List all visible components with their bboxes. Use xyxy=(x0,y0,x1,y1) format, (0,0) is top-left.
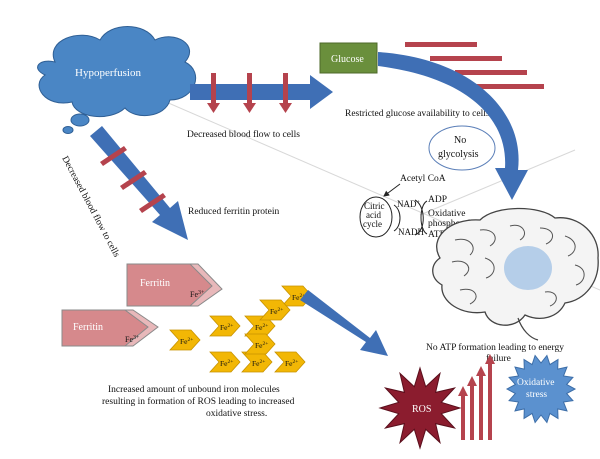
brain-highlight-region xyxy=(504,246,552,290)
hypoperfusion-label: Hypoperfusion xyxy=(75,67,141,79)
fe2-chevron xyxy=(244,333,276,355)
fe2-chevron xyxy=(274,351,306,373)
brain-illustration xyxy=(432,207,599,341)
citric-line3: cycle xyxy=(363,219,382,229)
fe2-label: Fe2+ xyxy=(255,323,268,332)
fe2-chevron xyxy=(259,299,291,321)
oxidative-phosphorylation-line1: Oxidative xyxy=(428,209,465,219)
iron-caption-line1: Increased amount of unbound iron molecul… xyxy=(108,384,280,395)
background-guide-line xyxy=(419,149,576,216)
nadh-label: NADH xyxy=(398,227,424,237)
fe2-label: Fe2+ xyxy=(180,337,193,346)
citric-acid-cycle-circle xyxy=(359,196,393,238)
rising-arrows xyxy=(458,354,495,440)
glucose-box: Glucose xyxy=(319,42,378,74)
acetyl-coa-label: Acetyl CoA xyxy=(400,174,446,184)
curved-arrow-to-brain xyxy=(378,52,528,200)
nad-plus-label: NAD+ xyxy=(397,199,421,209)
fe2-label: Fe2+ xyxy=(252,359,265,368)
no-glycolysis-line1: No xyxy=(454,135,466,146)
glucose-restriction-bars xyxy=(405,42,544,89)
red-bar xyxy=(100,146,127,166)
reduced-ferritin-caption: Reduced ferritin protein xyxy=(188,206,280,217)
no-glycolysis-line2: glycolysis xyxy=(438,149,479,160)
oxidative-stress-burst: Oxidative stress xyxy=(505,354,577,424)
decreased-blood-flow-diagonal-caption: Decreased blood flow to cells xyxy=(59,154,122,259)
restricted-glucose-caption: Restricted glucose availability to cells xyxy=(345,109,490,119)
fe2-label: Fe2+ xyxy=(220,359,233,368)
no-atp-caption-line2: failure xyxy=(486,353,511,364)
oxidative-stress-line2: stress xyxy=(526,390,547,400)
ferritin-bottom-label: Ferritin xyxy=(73,322,103,333)
ros-burst: ROS xyxy=(378,366,462,450)
arrow-to-ros xyxy=(300,290,388,356)
fe2-label: Fe2+ xyxy=(270,307,283,316)
blood-flow-arrow-horizontal xyxy=(190,73,333,113)
red-bar xyxy=(139,193,166,213)
ferritin-bottom-fe3: Fe3+ xyxy=(125,335,140,344)
no-glycolysis-node: No glycolysis xyxy=(428,125,496,171)
blood-flow-arrow-diagonal xyxy=(90,126,188,240)
ros-label: ROS xyxy=(412,404,431,415)
ferritin-top-label: Ferritin xyxy=(140,278,170,289)
adp-label: ADP xyxy=(428,195,447,205)
ferritin-top: Ferritin Fe3+ xyxy=(126,263,223,307)
hypoperfusion-cloud: Hypoperfusion xyxy=(37,26,197,134)
fe2-chevron-group: Fe2+Fe2+Fe2+Fe2+Fe2+Fe2+Fe2+Fe2+Fe2+ xyxy=(169,285,313,373)
no-atp-caption-line1: No ATP formation leading to energy xyxy=(426,342,564,353)
oxidative-stress-line1: Oxidative xyxy=(517,378,554,388)
iron-caption-line3: oxidative stress. xyxy=(206,409,267,419)
glucose-label: Glucose xyxy=(331,54,364,65)
decreased-blood-flow-caption: Decreased blood flow to cells xyxy=(187,129,300,140)
fe2-label: Fe2+ xyxy=(255,341,268,350)
fe2-chevron xyxy=(209,315,241,337)
ferritin-bottom: Ferritin Fe3+ xyxy=(61,309,159,347)
red-down-arrow xyxy=(247,73,252,103)
red-down-arrow xyxy=(211,73,216,103)
fe2-chevron xyxy=(209,351,241,373)
atp-label: ATP xyxy=(428,230,445,240)
fe2-chevron xyxy=(169,329,201,351)
red-bar xyxy=(120,170,147,190)
iron-caption-line2: resulting in formation of ROS leading to… xyxy=(102,396,295,407)
fe2-label: Fe2+ xyxy=(220,323,233,332)
fe2-label: Fe2+ xyxy=(285,359,298,368)
red-down-arrow xyxy=(283,73,288,103)
fe2-label: Fe2+ xyxy=(292,293,305,302)
ferritin-top-fe3: Fe3+ xyxy=(190,290,205,299)
citric-line1: Citric xyxy=(364,201,385,211)
citric-line2: acid xyxy=(366,210,381,220)
